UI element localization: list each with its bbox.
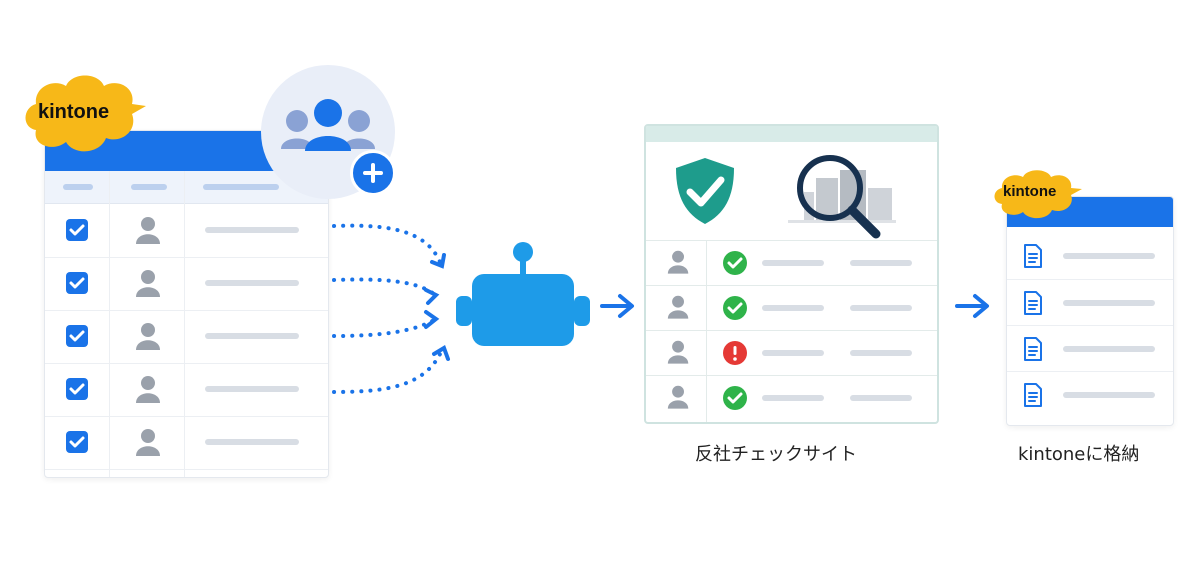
person-icon bbox=[136, 376, 160, 403]
arrow-icon bbox=[430, 253, 446, 269]
status-icon-wrap bbox=[722, 295, 748, 325]
right-kintone-label: kintone bbox=[1003, 183, 1057, 200]
check-site-panel bbox=[644, 124, 939, 424]
person-icon bbox=[667, 295, 689, 319]
text-placeholder-bar bbox=[205, 439, 299, 445]
person-icon-wrap bbox=[135, 427, 161, 461]
table-row bbox=[45, 257, 328, 311]
table-row bbox=[646, 330, 937, 376]
person-icon-wrap bbox=[135, 215, 161, 249]
text-placeholder-bar bbox=[205, 386, 299, 392]
text-placeholder-bar bbox=[762, 260, 824, 266]
status-icon-wrap bbox=[722, 385, 748, 415]
text-placeholder-bar bbox=[850, 305, 912, 311]
text-placeholder-bar bbox=[762, 350, 824, 356]
text-placeholder-bar bbox=[1063, 300, 1155, 306]
table-row bbox=[45, 416, 328, 470]
table-row bbox=[646, 240, 937, 286]
table-row bbox=[45, 310, 328, 364]
list-item bbox=[1007, 371, 1173, 418]
magnifier-building-icon bbox=[788, 155, 896, 239]
person-icon-wrap bbox=[667, 339, 689, 368]
arrow-icon bbox=[432, 345, 450, 361]
stored-record-list bbox=[1006, 196, 1174, 426]
document-icon bbox=[1024, 337, 1042, 361]
status-icon-wrap bbox=[722, 340, 748, 370]
status-icon-wrap bbox=[722, 250, 748, 280]
person-icon bbox=[136, 429, 160, 456]
text-placeholder-bar bbox=[850, 260, 912, 266]
table-row bbox=[45, 204, 328, 258]
text-placeholder-bar bbox=[850, 350, 912, 356]
person-icon-wrap bbox=[135, 268, 161, 302]
document-icon bbox=[1024, 291, 1042, 315]
checkbox-icon bbox=[66, 219, 88, 241]
person-icon bbox=[136, 217, 160, 244]
arrow-icon bbox=[424, 288, 440, 305]
kintone-store-caption: kintoneに格納 bbox=[1018, 444, 1140, 465]
person-icon bbox=[667, 250, 689, 274]
column-header-placeholder bbox=[63, 184, 93, 190]
column-divider bbox=[706, 240, 707, 422]
checkbox-icon bbox=[66, 378, 88, 400]
person-icon bbox=[136, 323, 160, 350]
check-circle-icon bbox=[723, 386, 747, 410]
column-divider bbox=[184, 171, 185, 477]
table-row bbox=[646, 285, 937, 331]
checkbox-icon bbox=[66, 325, 88, 347]
list-item bbox=[1007, 279, 1173, 326]
arrow-icon bbox=[955, 294, 989, 318]
kintone-cloud-badge bbox=[25, 75, 146, 152]
source-record-list bbox=[44, 130, 329, 478]
plus-icon bbox=[363, 163, 383, 183]
person-icon-wrap bbox=[135, 321, 161, 355]
table-row bbox=[646, 375, 937, 421]
kintone-cloud-badge bbox=[994, 170, 1082, 219]
document-icon bbox=[1024, 244, 1042, 268]
person-icon-wrap bbox=[667, 384, 689, 413]
column-header-placeholder bbox=[203, 184, 279, 190]
table-row bbox=[45, 363, 328, 417]
document-icon bbox=[1024, 383, 1042, 407]
person-icon bbox=[136, 270, 160, 297]
check-circle-icon bbox=[723, 251, 747, 275]
shield-check-icon bbox=[676, 158, 734, 224]
column-divider bbox=[109, 171, 110, 477]
text-placeholder-bar bbox=[762, 305, 824, 311]
users-circle bbox=[261, 65, 395, 199]
person-icon-wrap bbox=[667, 294, 689, 323]
text-placeholder-bar bbox=[1063, 392, 1155, 398]
text-placeholder-bar bbox=[205, 333, 299, 339]
alert-circle-icon bbox=[723, 341, 747, 365]
left-kintone-label: kintone bbox=[38, 101, 110, 123]
site-top-bar bbox=[646, 126, 937, 142]
person-icon bbox=[667, 340, 689, 364]
person-icon bbox=[667, 385, 689, 409]
text-placeholder-bar bbox=[1063, 346, 1155, 352]
arrow-icon bbox=[424, 310, 440, 329]
arrow-icon bbox=[600, 294, 634, 318]
check-circle-icon bbox=[723, 296, 747, 320]
text-placeholder-bar bbox=[1063, 253, 1155, 259]
text-placeholder-bar bbox=[205, 227, 299, 233]
text-placeholder-bar bbox=[762, 395, 824, 401]
robot-icon bbox=[456, 242, 590, 346]
list-item bbox=[1007, 325, 1173, 372]
add-user-badge bbox=[350, 150, 396, 196]
text-placeholder-bar bbox=[850, 395, 912, 401]
users-icon bbox=[281, 99, 375, 151]
column-header-placeholder bbox=[131, 184, 167, 190]
checkbox-icon bbox=[66, 272, 88, 294]
checkbox-icon bbox=[66, 431, 88, 453]
person-icon-wrap bbox=[667, 249, 689, 278]
list-item bbox=[1007, 233, 1173, 279]
check-site-caption: 反社チェックサイト bbox=[695, 444, 857, 465]
dotted-flow-arrows bbox=[332, 223, 450, 394]
text-placeholder-bar bbox=[205, 280, 299, 286]
person-icon-wrap bbox=[135, 374, 161, 408]
